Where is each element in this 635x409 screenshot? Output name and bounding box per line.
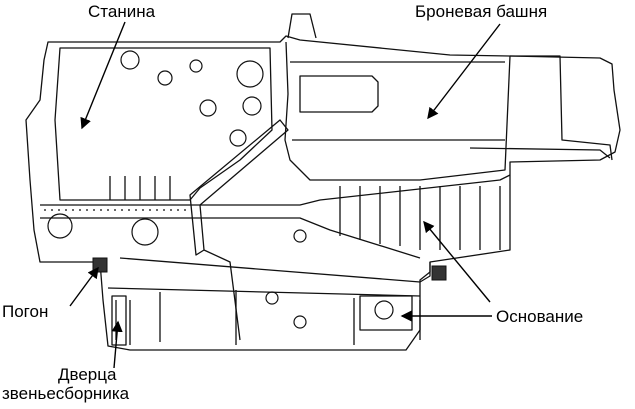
label-dverca-line1: Дверца <box>58 365 117 384</box>
arrow-dverca <box>111 320 123 369</box>
hole <box>131 218 159 246</box>
front-plate <box>189 119 289 256</box>
label-dverca-line2: звеньесборника <box>2 384 130 403</box>
tower-right-bracket <box>469 55 613 161</box>
arrow-stanina <box>80 21 126 130</box>
label-armored-tower: Броневая башня <box>415 2 548 21</box>
base-ribs <box>339 186 501 250</box>
frame-rib <box>40 174 511 206</box>
hole <box>236 60 264 88</box>
hole <box>293 229 307 243</box>
arrow-tower <box>427 23 501 120</box>
pogon-ring-right <box>431 265 447 281</box>
hole <box>374 300 394 320</box>
frame-inner <box>54 47 273 201</box>
tower-top-hatch <box>287 13 317 39</box>
base-hatch <box>359 295 413 331</box>
label-pogon: Погон <box>2 302 49 321</box>
hole <box>157 70 173 86</box>
hole <box>265 291 279 305</box>
front-plate-2 <box>203 249 241 341</box>
base-lower <box>107 287 421 345</box>
pogon-ring-left <box>92 257 108 273</box>
frame-outline <box>25 35 621 351</box>
link-collector-door <box>111 295 127 346</box>
hole <box>293 315 307 329</box>
base-outline <box>119 257 431 283</box>
frame-rib-2 <box>40 217 421 259</box>
hole <box>242 96 262 116</box>
hole <box>47 213 73 239</box>
arrow-osnovanie-1 <box>423 220 491 303</box>
hole <box>199 99 217 117</box>
label-osnovanie: Основание <box>496 307 584 326</box>
hole <box>229 129 247 147</box>
label-link-collector-door: Дверца звеньесборника <box>2 365 129 403</box>
hole <box>189 59 203 73</box>
tower-upper-band <box>290 61 505 141</box>
tower-window <box>299 75 379 113</box>
arrow-pogon <box>69 266 99 307</box>
label-stanina: Станина <box>88 2 156 21</box>
tower-outline <box>284 41 511 181</box>
frame-small-ribs <box>109 176 171 200</box>
hole <box>120 50 140 70</box>
